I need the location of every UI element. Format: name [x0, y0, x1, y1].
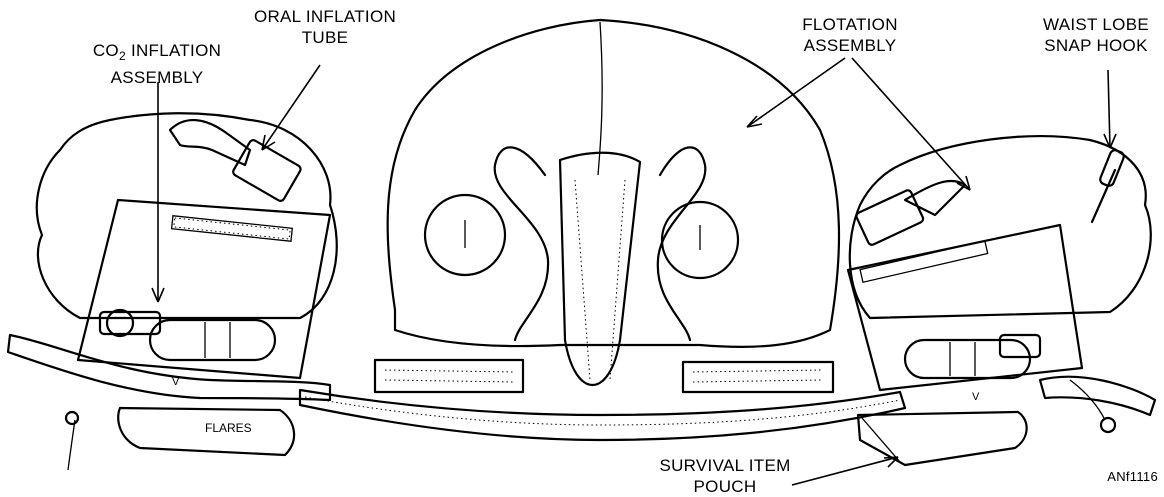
survival-item-pouch-label: SURVIVAL ITEM POUCH [640, 455, 810, 497]
leader-oral [262, 65, 320, 150]
left-v-marker: V [172, 376, 180, 388]
oral-inflation-tube-label: ORAL INFLATION TUBE [230, 6, 420, 48]
leader-snap-hook [1108, 70, 1110, 148]
survival-line-1: SURVIVAL ITEM [640, 455, 810, 476]
right-strap [1040, 377, 1155, 415]
waist-line-1: WAIST LOBE [1032, 14, 1160, 35]
collar-right-loop [658, 147, 706, 340]
right-waist-velcro [683, 362, 833, 392]
oral-line-2: TUBE [230, 27, 420, 48]
waist-belt [300, 390, 905, 440]
snap-hook [1092, 170, 1115, 222]
survival-item-pouch [858, 412, 1027, 465]
flotation-assembly-label: FLOTATION ASSEMBLY [775, 14, 925, 56]
neck-strap [560, 153, 640, 385]
oral-inflation-tube [170, 120, 250, 165]
flotation-line-1: FLOTATION [775, 14, 925, 35]
left-waist-velcro [375, 360, 523, 392]
waist-line-2: SNAP HOOK [1032, 35, 1160, 56]
left-pouch-panel [78, 200, 330, 378]
leader-lines [152, 58, 1116, 485]
right-pouch-panel [848, 225, 1082, 390]
right-velcro-strip [860, 241, 988, 282]
left-waist-lobe [37, 113, 337, 318]
flares-tag-text: FLARES [205, 421, 252, 435]
waist-lobe-snap-hook-label: WAIST LOBE SNAP HOOK [1032, 14, 1160, 56]
right-v-marker: V [972, 391, 980, 403]
co2-inflation-assembly-label: CO2 INFLATION ASSEMBLY [62, 40, 252, 88]
right-co2-cylinder [905, 335, 1040, 378]
flotation-line-2: ASSEMBLY [775, 35, 925, 56]
survival-line-2: POUCH [640, 476, 810, 497]
central-flotation-bag [388, 20, 839, 347]
co2-line-2: ASSEMBLY [62, 67, 252, 88]
leader-flotation-b [852, 58, 970, 190]
collar-left-loop [495, 147, 548, 340]
oral-line-1: ORAL INFLATION [230, 6, 420, 27]
figure-code: ANf1116 [1070, 466, 1158, 487]
co2-line-1: CO2 INFLATION [62, 40, 252, 67]
